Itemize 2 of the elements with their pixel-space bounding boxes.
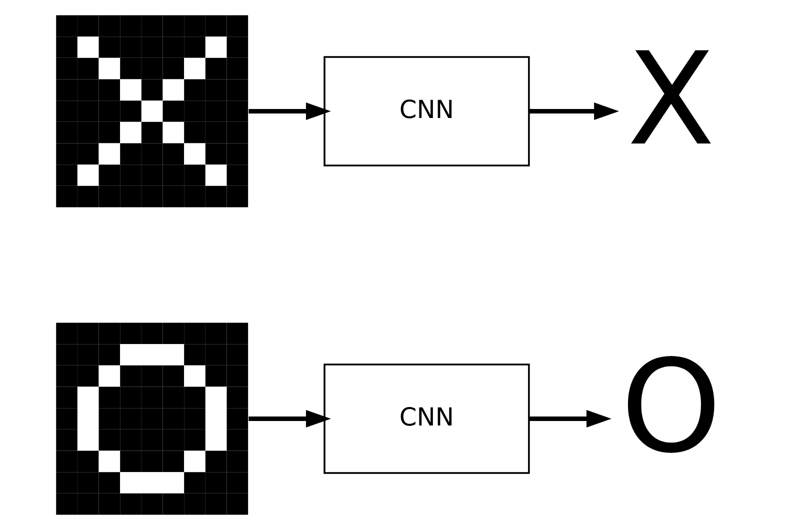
node-text: O xyxy=(620,332,722,482)
node-text: X xyxy=(627,25,715,174)
